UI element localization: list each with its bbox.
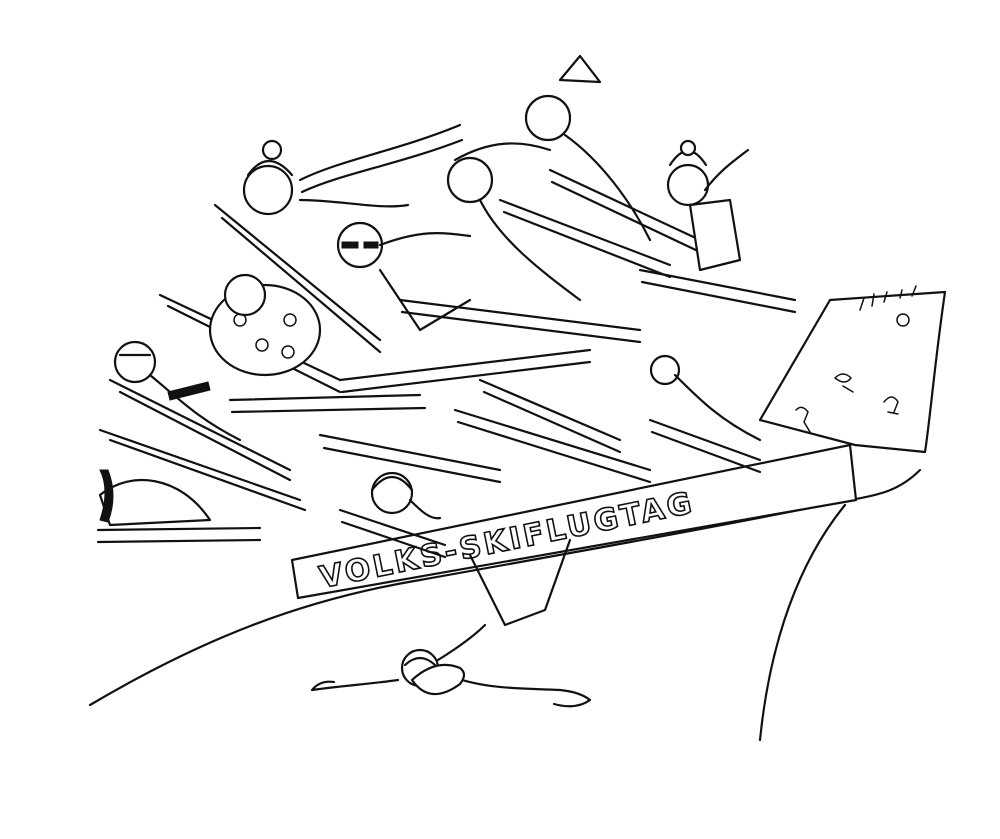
fallen-man — [310, 538, 592, 708]
skier-crowd — [98, 54, 762, 527]
ski-jump-tower — [758, 290, 947, 454]
tower-spectators — [795, 285, 917, 433]
flying-skis — [96, 168, 797, 559]
banner-board — [290, 443, 858, 600]
hill-outline — [88, 468, 922, 707]
hill-slope-right — [758, 503, 847, 742]
